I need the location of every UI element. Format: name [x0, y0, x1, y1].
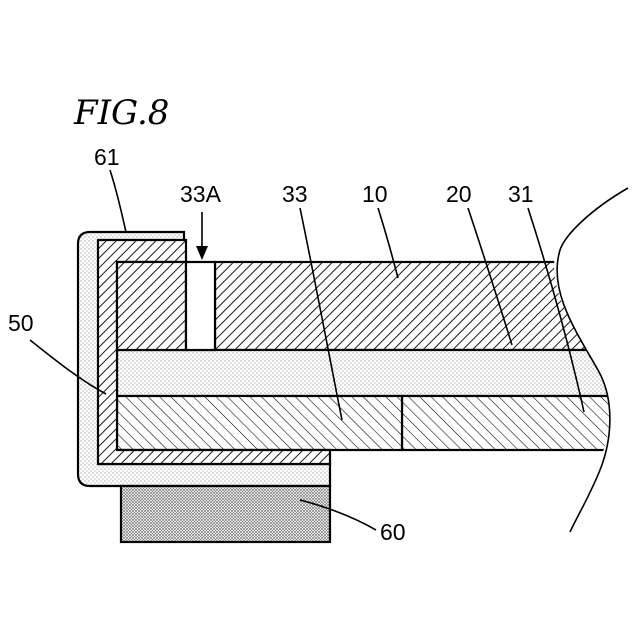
label-20: 20: [446, 181, 472, 207]
label-31: 31: [508, 181, 534, 207]
label-33A: 33A: [180, 181, 222, 207]
label-50: 50: [8, 310, 34, 336]
label-60: 60: [380, 519, 406, 545]
bezel-50-block: [117, 262, 186, 350]
figure-title: FIG.8: [73, 93, 169, 133]
label-61: 61: [94, 144, 120, 170]
layer-20: [117, 350, 625, 396]
arrow-33A-head: [196, 246, 208, 260]
layer-31: [402, 396, 625, 450]
layer-33: [117, 396, 402, 450]
leader-61: [110, 170, 126, 232]
backlight-unit-60: [121, 486, 330, 542]
label-33: 33: [282, 181, 308, 207]
opening-33A: [186, 262, 215, 350]
label-10: 10: [362, 181, 388, 207]
